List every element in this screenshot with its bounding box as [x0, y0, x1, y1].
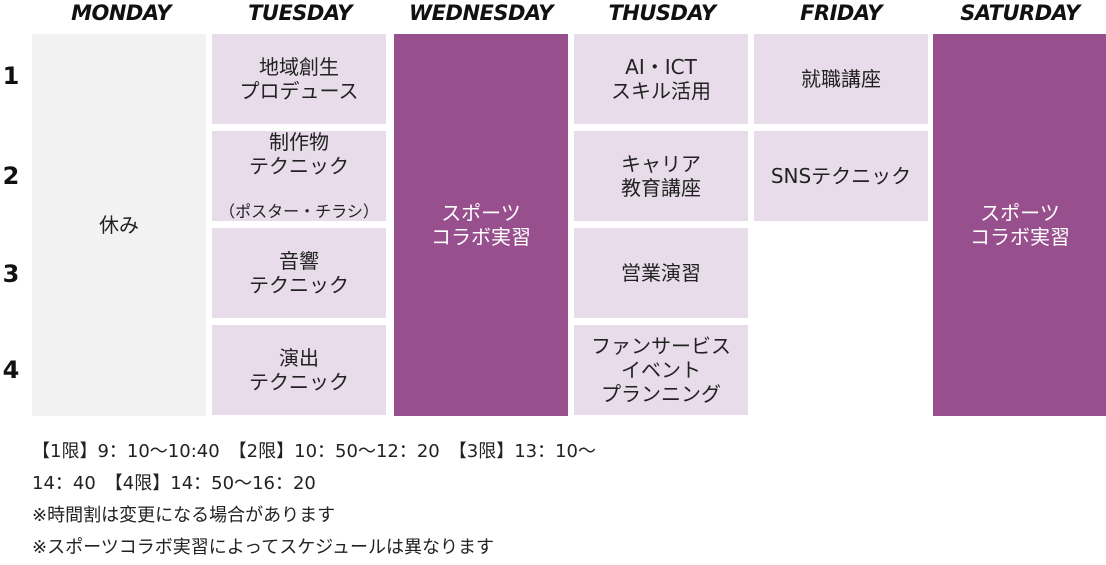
header-tuesday: TUESDAY — [248, 1, 352, 25]
schedule-notes: 【1限】9：10〜10:40 【2限】10：50〜12：20 【3限】13：10… — [32, 436, 1092, 564]
period-label-1: 1 — [2, 62, 20, 90]
header-thursday: THUSDAY — [608, 1, 716, 25]
wednesday-cell: スポーツ コラボ実習 — [394, 34, 568, 416]
tuesday-period-1: 地域創生 プロデュース — [212, 34, 386, 124]
saturday-cell: スポーツ コラボ実習 — [933, 34, 1106, 416]
note-time-1: 【1限】9：10〜10:40 【2限】10：50〜12：20 【3限】13：10… — [32, 441, 597, 462]
tuesday-period-3: 音響 テクニック — [212, 228, 386, 318]
note-change: ※時間割は変更になる場合があります — [32, 505, 336, 526]
period-label-3: 3 — [2, 260, 20, 288]
friday-period-1: 就職講座 — [754, 34, 928, 124]
note-sports: ※スポーツコラボ実習によってスケジュールは異なります — [32, 537, 495, 558]
tuesday-period-2-subtitle: （ポスター・チラシ） — [219, 202, 379, 221]
period-label-2: 2 — [2, 162, 20, 190]
friday-period-2: SNSテクニック — [754, 131, 928, 221]
thursday-period-3: 営業演習 — [574, 228, 748, 318]
thursday-period-4: ファンサービス イベント プランニング — [574, 325, 748, 415]
note-time-2: 14：40 【4限】14：50〜16：20 — [32, 473, 316, 494]
header-saturday: SATURDAY — [960, 1, 1080, 25]
tuesday-period-4: 演出 テクニック — [212, 325, 386, 415]
thursday-period-1: AI・ICT スキル活用 — [574, 34, 748, 124]
thursday-period-2: キャリア 教育講座 — [574, 131, 748, 221]
tuesday-period-2-title: 制作物 テクニック — [249, 130, 349, 178]
tuesday-period-2-content: 制作物 テクニック （ポスター・チラシ） — [219, 106, 379, 246]
tuesday-period-2: 制作物 テクニック （ポスター・チラシ） — [212, 130, 386, 221]
period-label-4: 4 — [2, 356, 20, 384]
monday-cell: 休み — [32, 34, 206, 416]
header-friday: FRIDAY — [800, 1, 882, 25]
header-wednesday: WEDNESDAY — [409, 1, 553, 25]
header-monday: MONDAY — [71, 1, 171, 25]
